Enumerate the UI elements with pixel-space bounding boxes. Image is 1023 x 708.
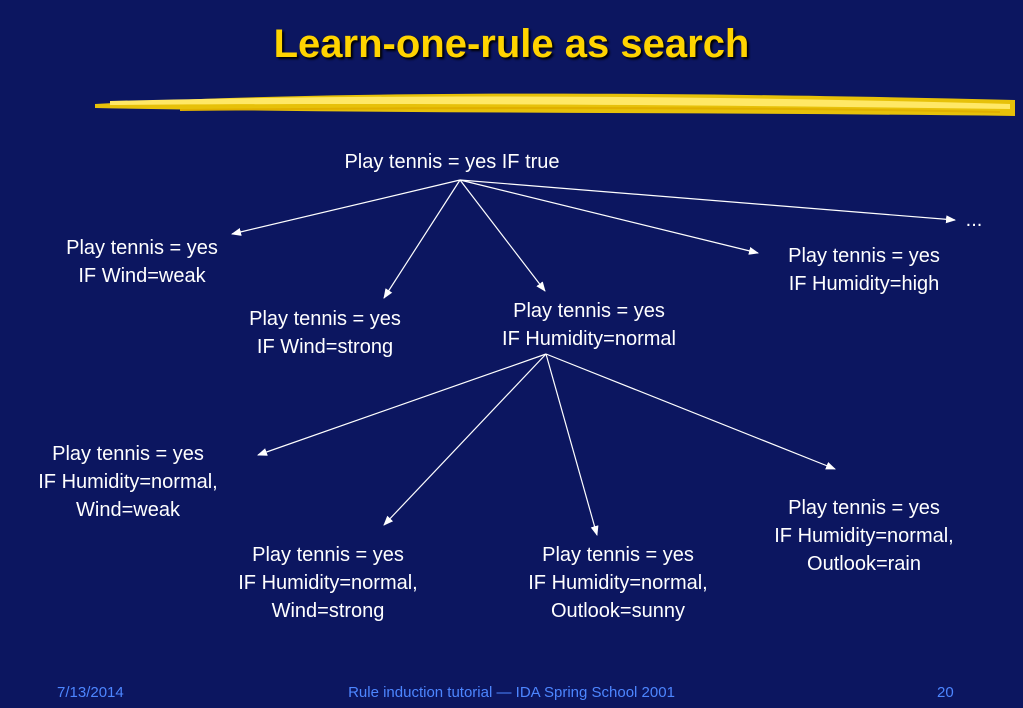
node-line: IF Humidity=normal, [774,525,954,547]
node-line: IF Wind=weak [78,265,206,287]
node-line: Play tennis = yes [788,497,940,519]
edge-root-ellipsis [459,179,956,224]
node-humidity-high: Play tennis = yes IF Humidity=high [788,242,940,298]
node-wind-weak: Play tennis = yes IF Wind=weak [66,234,218,290]
node-line: Play tennis = yes [542,544,694,566]
node-line: Play tennis = yes [52,443,204,465]
edge-root-wind-strong [383,179,461,299]
edge-root-humidity-high [459,179,759,255]
footer-date: 7/13/2014 [57,684,124,701]
node-hn-wind-strong: Play tennis = yes IF Humidity=normal, Wi… [238,541,418,625]
edge-hn-outlook-rain [545,353,836,470]
edge-hn-wind-strong [383,353,547,526]
node-line: Play tennis = yes [513,300,665,322]
node-line: Outlook=sunny [551,600,685,622]
edge-root-wind-weak [231,179,461,236]
slide-title: Learn-one-rule as search [273,22,750,66]
ellipsis-label: ... [965,209,983,231]
node-hn-outlook-rain: Play tennis = yes IF Humidity=normal, Ou… [774,494,954,578]
node-line: Play tennis = yes [252,544,404,566]
edge-root-humidity-normal [459,179,546,292]
node-line: Play tennis = yes [249,308,401,330]
node-line: IF Humidity=high [788,273,940,295]
root-label: Play tennis = yes IF true [344,151,560,173]
footer-page-number: 20 [937,684,954,701]
node-line: Wind=weak [76,499,180,521]
node-humidity-normal: Play tennis = yes IF Humidity=normal [502,297,676,353]
ellipsis-node: ... [966,206,983,234]
node-wind-strong: Play tennis = yes IF Wind=strong [249,305,401,361]
node-line: Play tennis = yes [788,245,940,267]
title-underline-brush [95,93,1015,116]
node-line: Wind=strong [271,600,385,622]
edge-hn-wind-weak [257,353,547,456]
node-line: Play tennis = yes [66,237,218,259]
footer-title: Rule induction tutorial — IDA Spring Sch… [348,684,675,701]
root-node: Play tennis = yes IF true [344,148,559,176]
node-hn-wind-weak: Play tennis = yes IF Humidity=normal, Wi… [38,440,218,524]
node-line: Outlook=rain [807,553,921,575]
node-line: IF Wind=strong [256,336,394,358]
node-line: IF Humidity=normal [502,328,676,350]
node-line: IF Humidity=normal, [38,471,218,493]
node-line: IF Humidity=normal, [238,572,418,594]
edge-hn-outlook-sunny [545,353,599,536]
node-hn-outlook-sunny: Play tennis = yes IF Humidity=normal, Ou… [528,541,708,625]
node-line: IF Humidity=normal, [528,572,708,594]
